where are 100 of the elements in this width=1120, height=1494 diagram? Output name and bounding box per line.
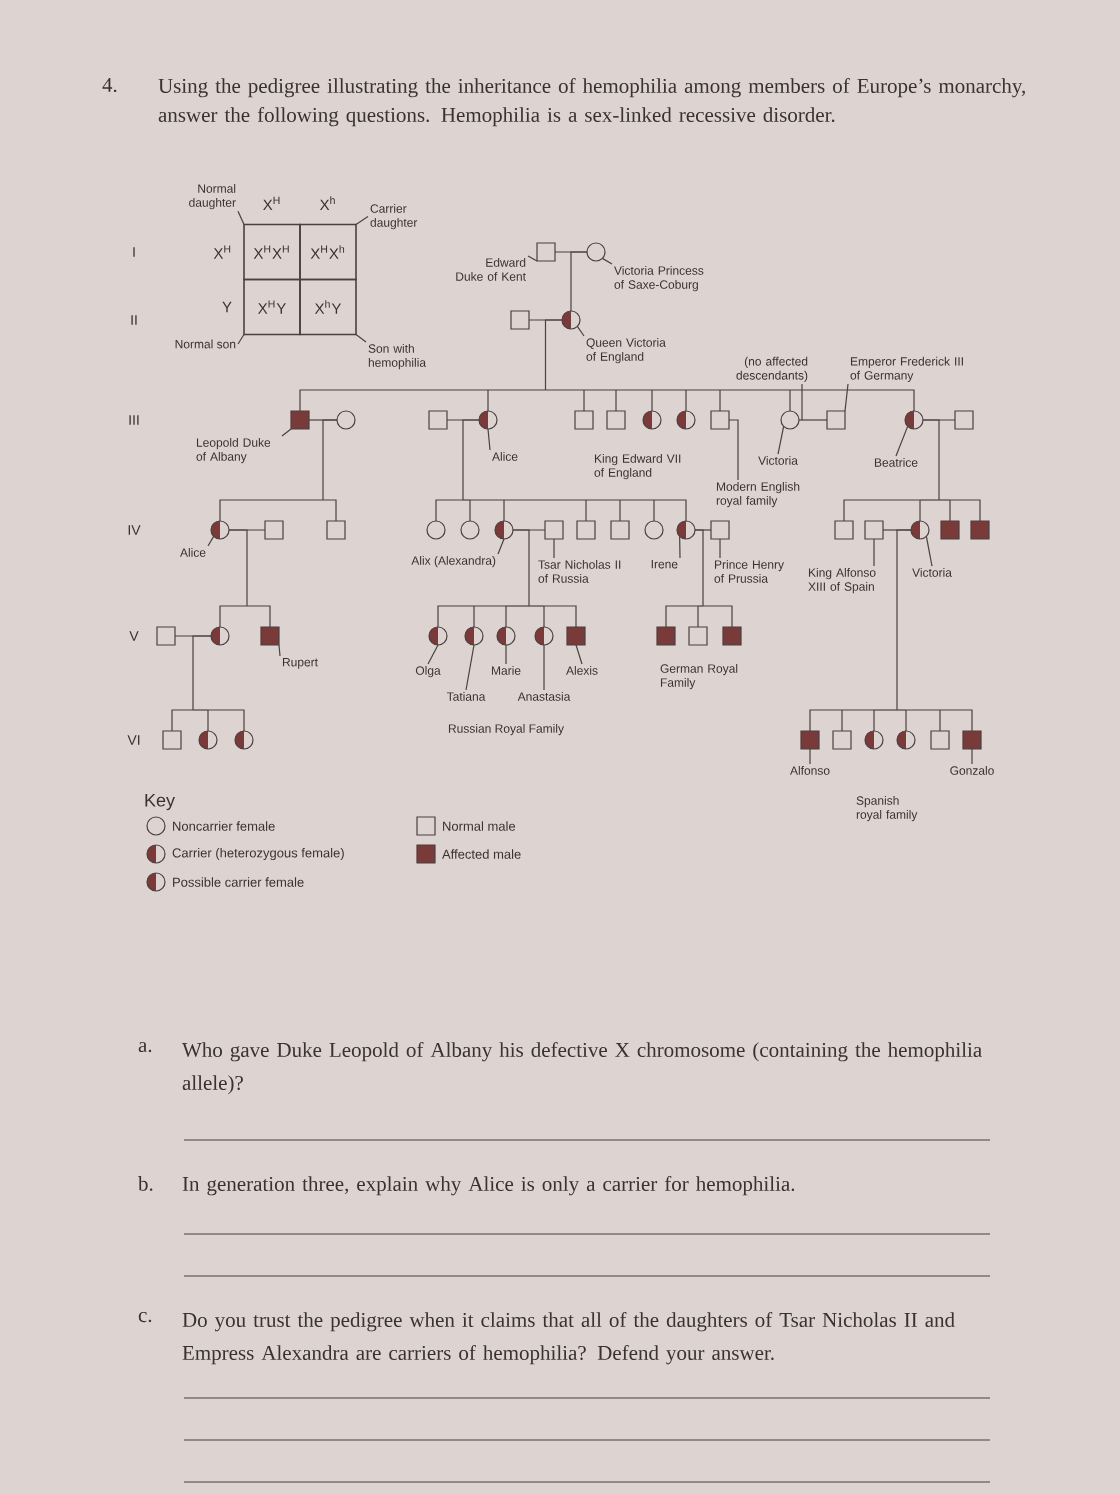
open-circle xyxy=(644,520,664,540)
question-text: In generation three, explain why Alice is only a carrier for hemophilia. xyxy=(182,1176,795,1196)
descent-line xyxy=(685,389,687,412)
half-filled-circle xyxy=(494,520,514,540)
filled-square xyxy=(260,626,280,646)
descent-line xyxy=(487,389,489,412)
descent-line xyxy=(949,499,981,522)
leader-line xyxy=(777,425,785,455)
descent-line xyxy=(615,389,653,391)
descent-line xyxy=(919,499,921,522)
open-circle xyxy=(460,520,480,540)
descent-line xyxy=(615,389,617,412)
descent-line xyxy=(487,389,547,391)
leader-line xyxy=(679,535,681,559)
descent-line xyxy=(246,605,271,628)
leader-line xyxy=(543,644,545,691)
half-filled-circle xyxy=(478,410,498,430)
leader-line xyxy=(844,383,849,412)
descent-line xyxy=(702,605,733,628)
leader-line xyxy=(601,257,613,265)
marriage-line xyxy=(798,419,828,421)
descent-line xyxy=(228,529,248,607)
descent-line xyxy=(583,389,585,412)
descent-line xyxy=(789,389,915,412)
descent-line xyxy=(685,389,721,391)
descent-line xyxy=(462,419,480,501)
leader-line xyxy=(971,748,973,765)
question-number: 4. xyxy=(102,78,117,93)
open-square xyxy=(510,310,530,330)
open-square xyxy=(610,520,630,540)
descent-line xyxy=(503,499,587,501)
leader-line xyxy=(497,538,505,555)
half-filled-circle xyxy=(676,410,696,430)
descent-line xyxy=(653,499,655,522)
half-filled-circle xyxy=(464,626,484,646)
descent-line xyxy=(719,389,791,391)
descent-line xyxy=(207,709,209,732)
descent-line xyxy=(949,499,951,522)
open-square xyxy=(264,520,284,540)
open-square xyxy=(574,410,594,430)
half-filled-circle xyxy=(896,730,916,750)
descent-line xyxy=(544,319,563,391)
filled-square xyxy=(940,520,960,540)
open-square xyxy=(544,520,564,540)
leader-line xyxy=(237,333,245,345)
open-square xyxy=(688,626,708,646)
leader-line xyxy=(527,255,538,262)
open-circle xyxy=(586,242,606,262)
open-square xyxy=(710,520,730,540)
descent-line xyxy=(619,499,621,522)
half-filled-circle xyxy=(676,520,696,540)
descent-line xyxy=(653,499,687,522)
filled-square xyxy=(722,626,742,646)
half-filled-circle xyxy=(198,730,218,750)
leader-line xyxy=(895,425,909,457)
descent-line xyxy=(841,709,843,732)
half-filled-circle xyxy=(496,626,516,646)
descent-line xyxy=(939,709,941,732)
descent-line xyxy=(665,605,699,628)
descent-line xyxy=(435,499,464,522)
descent-line xyxy=(192,709,209,711)
filled-square xyxy=(656,626,676,646)
descent-line xyxy=(543,605,545,628)
leader-line xyxy=(925,535,933,567)
descent-line xyxy=(469,499,471,522)
descent-line xyxy=(219,605,248,628)
descent-line xyxy=(938,499,951,501)
leader-line xyxy=(278,644,281,657)
half-filled-circle xyxy=(904,410,924,430)
descent-line xyxy=(322,419,338,501)
open-circle xyxy=(426,520,446,540)
descent-line xyxy=(543,605,577,628)
half-filled-circle xyxy=(210,626,230,646)
filled-square xyxy=(290,410,310,430)
descent-line xyxy=(512,529,530,607)
half-filled-circle xyxy=(534,626,554,646)
descent-line xyxy=(505,605,507,628)
open-square xyxy=(536,242,556,262)
descent-line xyxy=(697,605,699,628)
descent-line xyxy=(192,635,212,711)
open-square xyxy=(326,520,346,540)
leader-line xyxy=(427,644,439,665)
open-square xyxy=(954,410,974,430)
leader-line xyxy=(355,216,369,226)
descent-line xyxy=(528,605,545,607)
leader-line xyxy=(355,333,367,343)
descent-line xyxy=(651,389,653,412)
descent-line xyxy=(171,709,194,732)
descent-line xyxy=(651,389,687,391)
descent-line xyxy=(873,709,898,711)
leader-line xyxy=(465,644,475,691)
leader-line xyxy=(801,383,803,421)
descent-line xyxy=(299,389,489,412)
leader-line xyxy=(728,419,739,481)
descent-line xyxy=(544,389,585,391)
leader-line xyxy=(809,748,811,765)
open-square xyxy=(156,626,176,646)
descent-line xyxy=(583,389,617,391)
descent-line xyxy=(437,605,475,628)
open-square xyxy=(576,520,596,540)
